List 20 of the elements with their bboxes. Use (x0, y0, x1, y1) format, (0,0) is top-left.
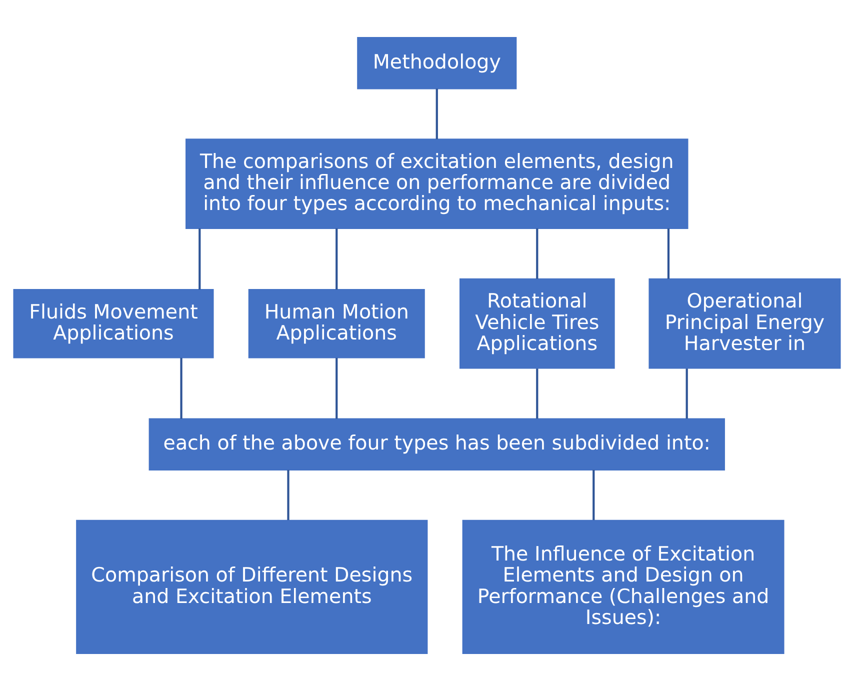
connector (336, 228, 338, 290)
connector (536, 228, 538, 278)
connector (686, 368, 688, 418)
connector (536, 368, 538, 418)
connector (198, 228, 201, 290)
node-box: Comparison of Different Designs and Excitation Elements (76, 519, 428, 654)
node-box: Human Motion Applications (248, 288, 425, 358)
connector (287, 469, 290, 520)
connector (592, 469, 595, 520)
node-box: Methodology (357, 36, 517, 89)
node-box: The Influence of Excitation Elements and Design on Performance (Challenges and Issues): (462, 519, 784, 654)
node-box: each of the above four types has been subdivided into: (148, 418, 725, 470)
node-box: Fluids Movement Applications (13, 288, 214, 358)
connector (336, 357, 338, 418)
node-box: Operational Principal Energy Harvester in (648, 278, 841, 368)
connector (667, 228, 670, 278)
node-box: Rotational Vehicle Tires Applications (459, 278, 615, 368)
connector (436, 88, 438, 139)
node-box: The comparisons of excitation elements, design and their influence on performance are divided into four types according to mechanical inputs: (186, 138, 688, 228)
connector (180, 357, 182, 418)
